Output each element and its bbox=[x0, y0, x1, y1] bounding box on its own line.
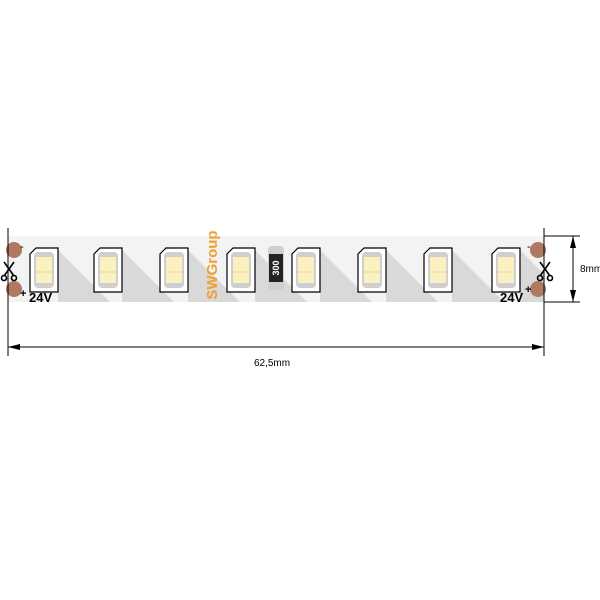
minus-right: - bbox=[527, 241, 531, 253]
minus-left: - bbox=[20, 241, 24, 253]
led-chip bbox=[29, 247, 59, 293]
led-chip bbox=[93, 247, 123, 293]
voltage-left: 24V bbox=[29, 290, 52, 305]
plus-right: + bbox=[525, 284, 531, 296]
led-chip bbox=[357, 247, 387, 293]
led-chips bbox=[29, 247, 521, 293]
resistor-code: 300 bbox=[271, 260, 281, 275]
length-label: 62,5mm bbox=[254, 358, 290, 369]
scissors-icon bbox=[536, 261, 554, 282]
led-shadow bbox=[452, 250, 504, 302]
led-chip bbox=[291, 247, 321, 293]
dimension-arrows bbox=[8, 236, 576, 350]
led-chip bbox=[226, 247, 256, 293]
led-chip bbox=[159, 247, 189, 293]
plus-left: + bbox=[20, 288, 26, 300]
scissors-icon bbox=[0, 261, 18, 282]
solder-pad bbox=[530, 281, 546, 297]
brand-logo: SWGroup bbox=[204, 230, 221, 299]
led-chip bbox=[491, 247, 521, 293]
width-label: 8mm bbox=[580, 264, 600, 275]
solder-pad bbox=[6, 281, 22, 297]
resistor: 300 bbox=[268, 246, 284, 290]
solder-pad bbox=[6, 242, 22, 258]
voltage-right: 24V bbox=[500, 290, 523, 305]
led-chip bbox=[423, 247, 453, 293]
solder-pads bbox=[6, 242, 546, 297]
solder-pad bbox=[530, 242, 546, 258]
